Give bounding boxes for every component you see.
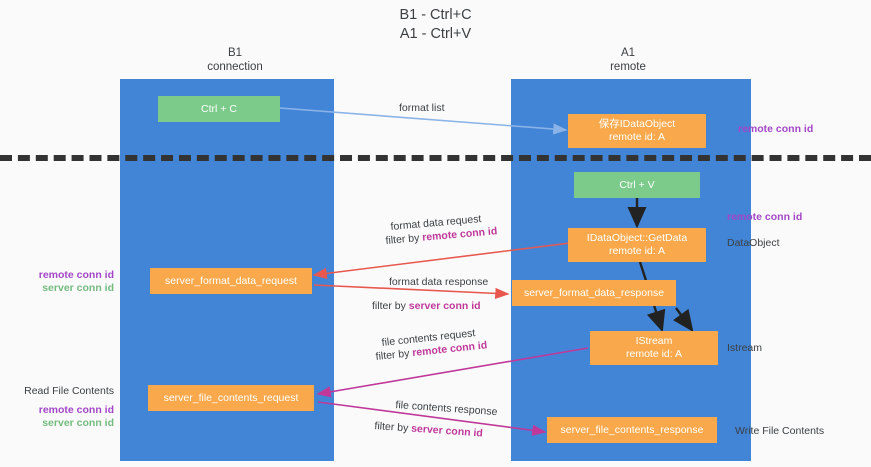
node-ctrl-v[interactable]: Ctrl + V — [574, 172, 700, 198]
annotation-remote-conn-id-mid: remote conn id — [727, 211, 803, 223]
filter-prefix: filter by — [374, 419, 412, 435]
filter-key-server-conn-id: server conn id — [410, 422, 484, 440]
annotation-read-file-contents: Read File Contents — [24, 385, 114, 397]
edge-label-format-data-response-filter: filter by server conn id — [372, 299, 481, 313]
edge-label-format-data-response: format data response — [389, 276, 489, 288]
edge-label-file-contents-response-filter: filter by server conn id — [374, 419, 483, 441]
node-server-file-contents-request[interactable]: server_file_contents_request — [148, 385, 314, 411]
node-ctrl-c[interactable]: Ctrl + C — [158, 96, 280, 122]
node-server-file-contents-response[interactable]: server_file_contents_response — [547, 417, 717, 443]
filter-prefix: filter by — [372, 300, 409, 312]
filter-key-server-conn-id: server conn id — [408, 300, 481, 312]
node-save-idataobject[interactable]: 保存IDataObject remote id: A — [568, 114, 706, 148]
annotation-left-server-conn-id-2: server conn id — [42, 417, 114, 429]
column-header-left: B1 connection — [207, 47, 263, 73]
edge-label-file-contents-response: file contents response — [395, 398, 498, 419]
annotation-remote-conn-id-top: remote conn id — [738, 123, 814, 135]
node-server-format-data-response[interactable]: server_format_data_response — [512, 280, 676, 306]
phase-separator — [0, 155, 871, 161]
annotation-istream: Istream — [727, 342, 763, 354]
annotation-dataobject: DataObject — [727, 237, 780, 249]
column-header-right: A1 remote — [610, 47, 646, 73]
annotation-left-server-conn-id: server conn id — [42, 282, 114, 294]
annotation-write-file-contents: Write File Contents — [735, 425, 825, 437]
node-istream[interactable]: IStream remote id: A — [590, 331, 718, 365]
node-server-format-data-request[interactable]: server_format_data_request — [150, 268, 312, 294]
annotation-left-remote-conn-id: remote conn id — [38, 269, 114, 281]
filter-prefix: filter by — [375, 347, 413, 363]
page-title: B1 - Ctrl+C A1 - Ctrl+V — [399, 7, 472, 42]
annotation-left-remote-conn-id-2: remote conn id — [38, 404, 114, 416]
edge-label-format-list: format list — [399, 102, 445, 114]
node-idataobject-getdata[interactable]: IDataObject::GetData remote id: A — [568, 228, 706, 262]
filter-prefix: filter by — [385, 231, 423, 247]
